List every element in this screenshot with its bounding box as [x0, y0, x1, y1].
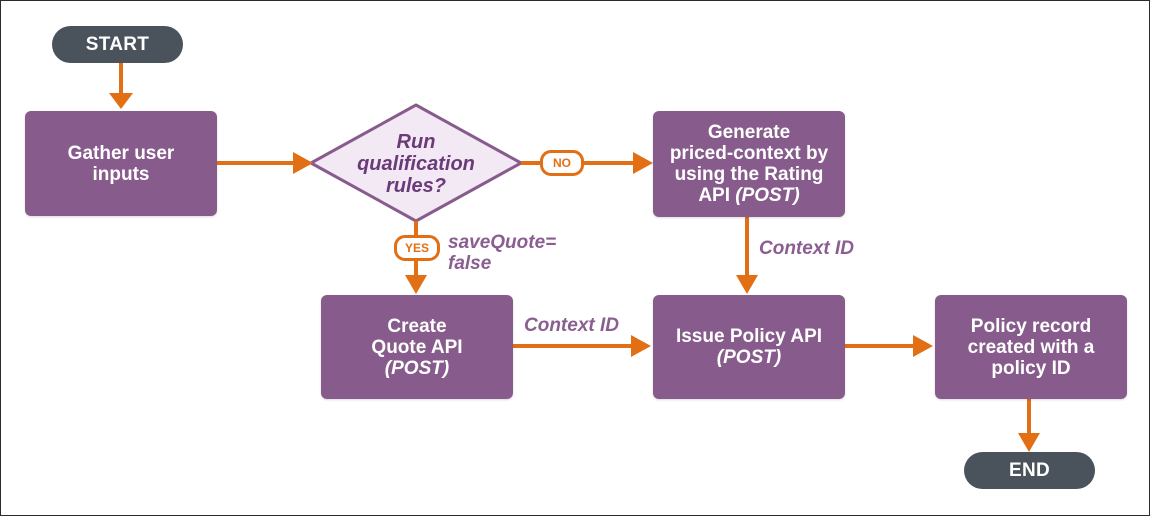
generate-priced-context-step: Generate priced-context by using the Rat…	[653, 111, 845, 217]
no-badge-label: NO	[553, 156, 571, 170]
policy-record-line-1: Policy record	[970, 315, 1092, 337]
yes-note-line-2: false	[448, 253, 492, 274]
arrowhead-create-quote-to-issue-policy	[631, 335, 651, 357]
create-quote-api-step: Create Quote API (POST)	[321, 295, 513, 399]
context-id-label-horizontal: Context ID	[524, 315, 619, 336]
context-id-label-vertical: Context ID	[759, 238, 854, 259]
generate-line-4-post: (POST)	[735, 185, 800, 206]
start-terminal: START	[52, 26, 183, 63]
arrowhead-decision-to-generate	[633, 152, 653, 174]
gather-user-inputs-step: Gather user inputs	[25, 111, 217, 216]
generate-line-2: priced-context by	[669, 143, 829, 164]
issue-policy-line-1: Issue Policy API	[675, 326, 823, 347]
generate-line-1: Generate	[707, 122, 791, 143]
create-quote-line-3: (POST)	[384, 357, 450, 379]
decision-node: Run qualification rules?	[309, 105, 523, 223]
policy-record-line-2: created with a	[967, 336, 1095, 358]
yes-note-line-1: saveQuote=	[448, 232, 557, 253]
no-badge: NO	[540, 150, 584, 176]
gather-line-1: Gather user	[67, 142, 175, 164]
policy-record-step: Policy record created with a policy ID	[935, 295, 1127, 399]
decision-line-3: rules?	[385, 175, 447, 197]
yes-badge: YES	[394, 235, 440, 261]
arrowhead-decision-to-create-quote	[405, 275, 427, 294]
arrowhead-start-to-gather	[109, 93, 133, 109]
policy-record-line-3: policy ID	[991, 357, 1071, 379]
arrowhead-gather-to-decision	[293, 152, 313, 174]
create-quote-line-1: Create	[387, 315, 447, 337]
arrowhead-generate-to-issue-policy	[736, 275, 758, 294]
decision-line-1: Run	[396, 131, 436, 153]
generate-line-4: API (POST)	[698, 185, 799, 206]
decision-text: Run qualification rules?	[309, 105, 523, 223]
generate-line-3: using the Rating	[674, 164, 824, 185]
arrowhead-issue-policy-to-policy-record	[913, 335, 933, 357]
end-label: END	[1008, 459, 1050, 481]
gather-line-2: inputs	[92, 163, 150, 185]
arrowhead-policy-record-to-end	[1018, 433, 1040, 452]
issue-policy-api-step: Issue Policy API (POST)	[653, 295, 845, 399]
start-label: START	[85, 33, 150, 55]
issue-policy-line-2: (POST)	[716, 347, 782, 368]
decision-line-2: qualification	[357, 153, 475, 175]
generate-line-4-api: API	[698, 185, 736, 206]
end-terminal: END	[964, 452, 1095, 489]
create-quote-line-2: Quote API	[371, 336, 463, 358]
yes-badge-label: YES	[404, 241, 429, 255]
yes-branch-note: saveQuote= false	[448, 232, 556, 274]
